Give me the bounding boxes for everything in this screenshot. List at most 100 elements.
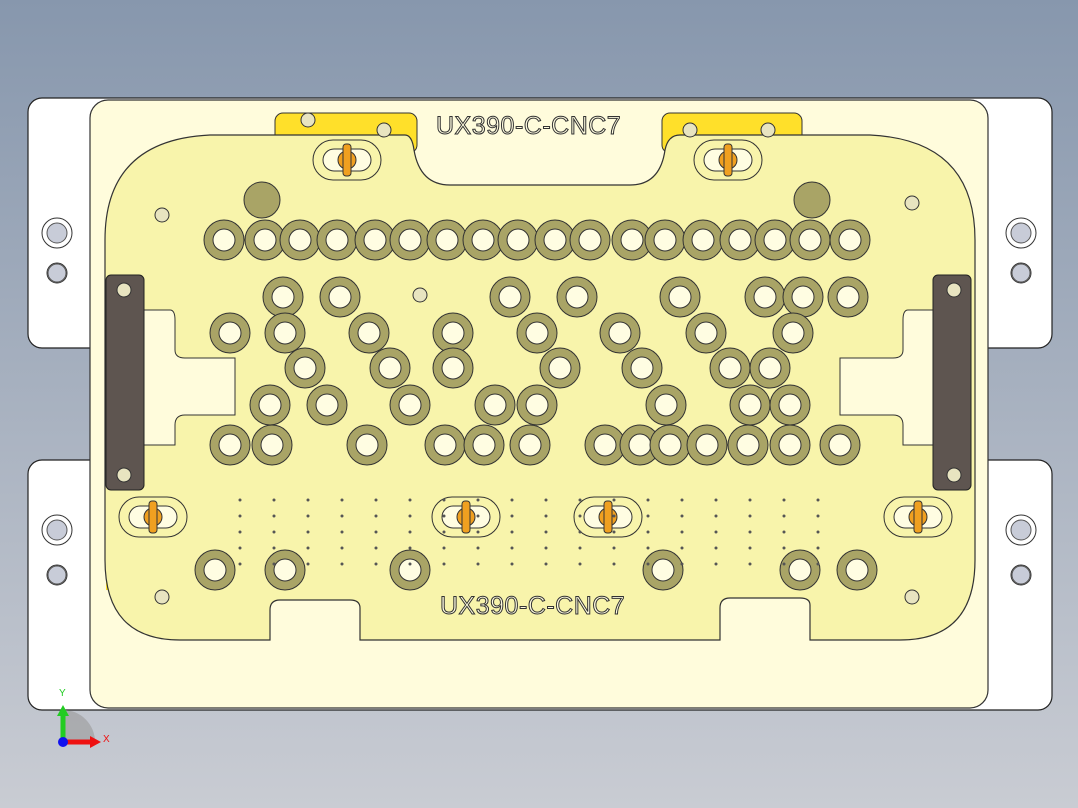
pin-slot-outline <box>312 139 382 181</box>
pocket-hole <box>483 393 507 417</box>
dot-hole <box>476 562 480 566</box>
pocket-hole <box>435 228 459 252</box>
dot-hole <box>476 530 480 534</box>
dot-hole <box>544 530 548 534</box>
pocket-hole <box>654 393 678 417</box>
dot-hole <box>714 562 718 566</box>
dot-hole <box>646 562 650 566</box>
dot-hole <box>578 514 582 518</box>
dot-hole <box>544 514 548 518</box>
dot-hole <box>442 546 446 550</box>
dot-hole <box>782 546 786 550</box>
dot-hole <box>782 530 786 534</box>
dot-hole <box>374 514 378 518</box>
handle-right[interactable] <box>932 274 972 491</box>
dot-hole <box>306 498 310 502</box>
pocket-hole <box>203 558 227 582</box>
dot-hole <box>680 546 684 550</box>
pocket-hole <box>378 356 402 380</box>
pocket-hole <box>325 228 349 252</box>
rail-hole-inner <box>1010 222 1032 244</box>
pocket-hole <box>506 228 530 252</box>
pocket-hole <box>695 433 719 457</box>
screw-hole <box>904 195 920 211</box>
dot-hole <box>442 562 446 566</box>
dot-hole <box>612 530 616 534</box>
dot-hole <box>680 530 684 534</box>
pocket-hole <box>578 228 602 252</box>
pocket-hole <box>441 356 465 380</box>
pin-slot-outline <box>573 496 643 538</box>
pocket-hole <box>845 558 869 582</box>
dot-hole <box>816 546 820 550</box>
pin-tab <box>723 143 733 177</box>
pocket-hole <box>791 285 815 309</box>
dot-hole <box>544 562 548 566</box>
dot-hole <box>374 498 378 502</box>
screw-hole <box>412 287 428 303</box>
dot-hole <box>646 514 650 518</box>
dot-hole <box>238 562 242 566</box>
pocket-hole <box>691 228 715 252</box>
pocket-hole <box>620 228 644 252</box>
dot-hole <box>476 546 480 550</box>
rail-hole-inner <box>46 519 68 541</box>
dot-hole <box>374 530 378 534</box>
dot-hole <box>306 562 310 566</box>
dot-hole <box>544 546 548 550</box>
view-triad <box>57 705 101 748</box>
dot-hole <box>510 562 514 566</box>
pocket-ring <box>793 181 831 219</box>
pin-slot-outline <box>693 139 763 181</box>
dot-hole <box>272 530 276 534</box>
dot-hole <box>612 546 616 550</box>
pocket-hole <box>738 393 762 417</box>
fixture-side-cutout-left <box>139 309 236 446</box>
pocket-hole <box>258 393 282 417</box>
dot-hole <box>510 530 514 534</box>
pocket-hole <box>212 228 236 252</box>
pocket-hole <box>836 285 860 309</box>
pocket-hole <box>668 285 692 309</box>
dot-hole <box>782 514 786 518</box>
pocket-hole <box>763 228 787 252</box>
screw-hole <box>154 589 170 605</box>
dot-hole <box>306 530 310 534</box>
dot-hole <box>340 546 344 550</box>
dot-hole <box>816 530 820 534</box>
dot-hole <box>238 514 242 518</box>
handle-left[interactable] <box>105 274 145 491</box>
pocket-hole <box>798 228 822 252</box>
pocket-hole <box>608 321 632 345</box>
pin-tab <box>148 500 158 534</box>
pocket-hole <box>525 321 549 345</box>
dot-hole <box>510 498 514 502</box>
dot-hole <box>510 514 514 518</box>
dot-hole <box>374 562 378 566</box>
pocket-hole <box>288 228 312 252</box>
pocket-hole <box>694 321 718 345</box>
pocket-hole <box>828 433 852 457</box>
dot-hole <box>306 546 310 550</box>
pocket-hole <box>441 321 465 345</box>
pocket-hole <box>518 433 542 457</box>
dot-hole <box>476 498 480 502</box>
pocket-hole <box>593 433 617 457</box>
dot-hole <box>476 514 480 518</box>
pin-tab <box>603 500 613 534</box>
dot-hole <box>578 562 582 566</box>
pocket-hole <box>363 228 387 252</box>
dot-hole <box>408 562 412 566</box>
triad-x-label: X <box>103 734 110 745</box>
dot-hole <box>646 546 650 550</box>
dot-hole <box>612 562 616 566</box>
rail-hole-inner <box>1010 519 1032 541</box>
dot-hole <box>408 530 412 534</box>
pin-tab <box>913 500 923 534</box>
dot-hole <box>816 514 820 518</box>
pocket-hole <box>543 228 567 252</box>
pin-slot-outline <box>118 496 188 538</box>
pocket-hole <box>328 285 352 309</box>
pocket-hole <box>718 356 742 380</box>
